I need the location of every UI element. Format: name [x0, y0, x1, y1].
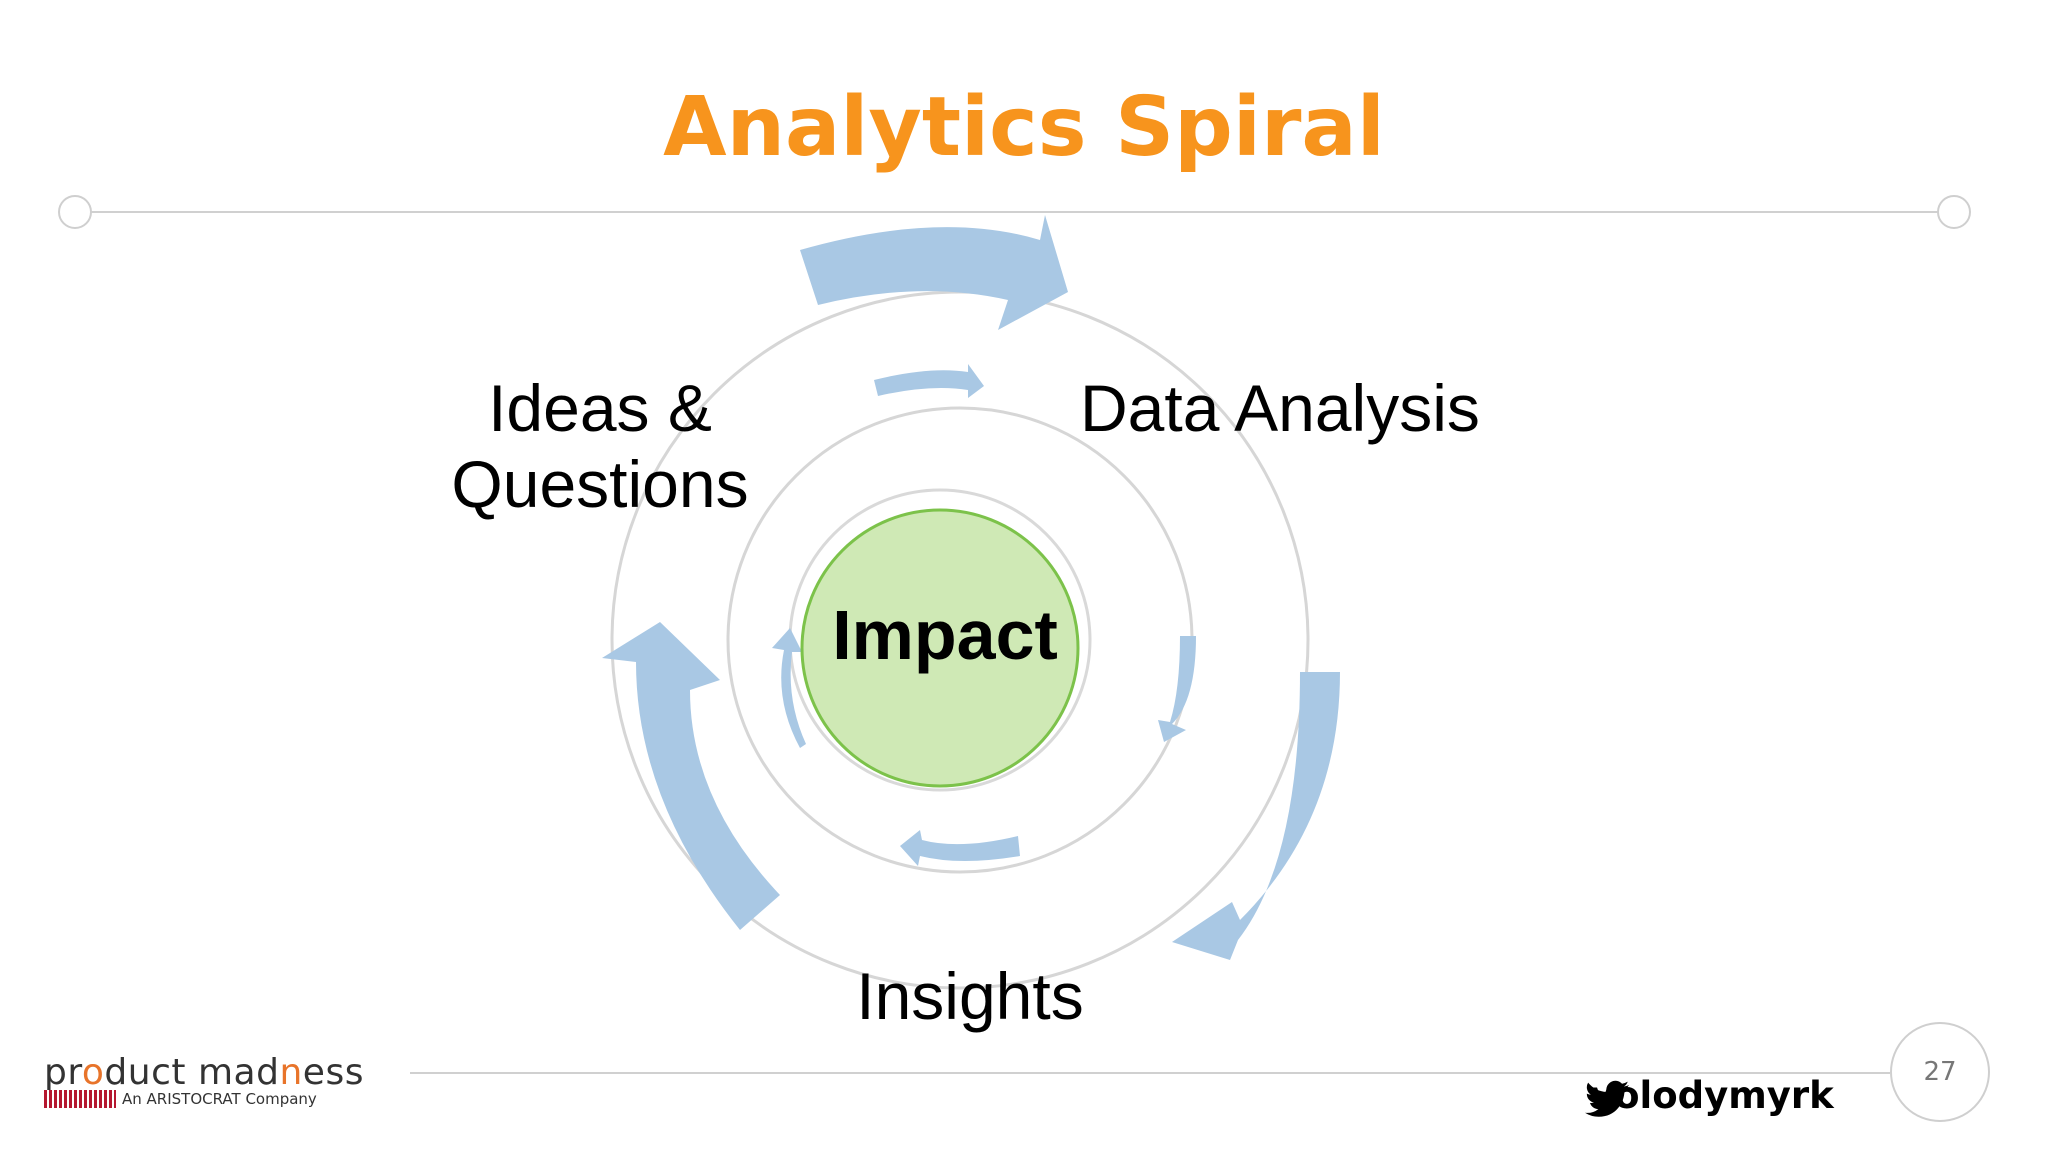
impact-circle [800, 508, 1080, 788]
rule-end-right [1937, 195, 1971, 229]
center-impact: Impact [832, 596, 1058, 674]
outer-arrow-left [602, 622, 780, 930]
rule-end-left [58, 195, 92, 229]
inner-arrow-bottom [900, 830, 1020, 866]
twitter-handle: volodymyrk [1590, 1074, 1834, 1117]
outer-arrow-top [800, 215, 1068, 330]
inner-arrow-right [1158, 636, 1196, 742]
outer-arrow-right [1172, 672, 1340, 960]
twitter-icon [1585, 1080, 1629, 1117]
stage-ideas-questions: Ideas &Questions [451, 371, 749, 521]
slide-title: Analytics Spiral [663, 80, 1385, 175]
stage-insights: Insights [856, 959, 1084, 1033]
inner-arrow-top [874, 364, 984, 398]
inner-arrow-left [772, 628, 806, 748]
brand-barcode-mark [44, 1090, 116, 1108]
page-number: 27 [1890, 1022, 1990, 1122]
brand-tagline: An ARISTOCRAT Company [122, 1090, 317, 1108]
brand-logo: product madness [44, 1052, 364, 1093]
stage-data-analysis: Data Analysis [1080, 371, 1480, 445]
